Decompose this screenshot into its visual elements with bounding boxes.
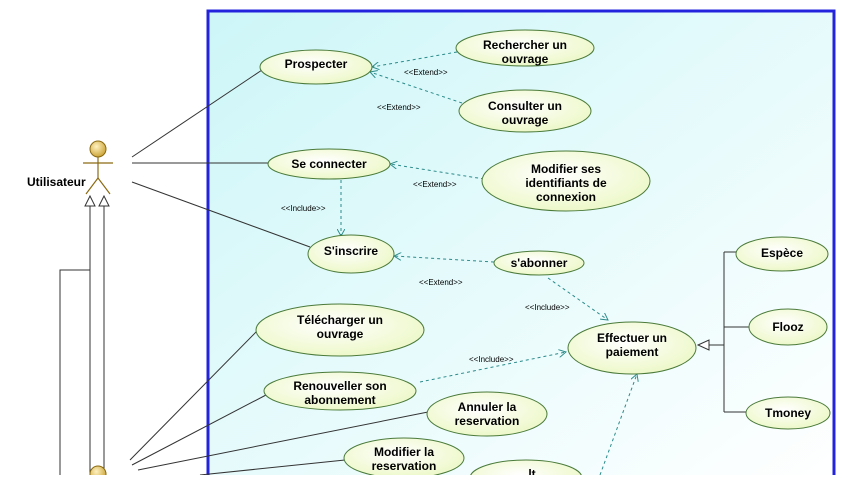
use-case-sabonner[interactable]: s'abonner [493,250,585,276]
use-case-label: Effectuer un [597,331,667,345]
use-case-annuler-reservation[interactable]: Annuler la reservation [426,391,548,437]
use-case-telecharger-ouvrage[interactable]: Télécharger un ouvrage [255,303,425,357]
include-label: <<Include>> [281,204,326,213]
use-case-effectuer-paiement[interactable]: Effectuer un paiement [567,321,697,375]
use-case-label: Espèce [761,246,803,260]
use-case-label: Se connecter [291,157,367,171]
use-case-label: ouvrage [502,52,549,66]
include-label: <<Include>> [525,303,570,312]
use-case-label: Prospecter [285,57,348,71]
actor-utilisateur-label: Utilisateur [27,175,86,189]
use-case-prospecter[interactable]: Prospecter [259,49,373,85]
use-case-label: Tmoney [765,406,811,420]
use-case-label: Annuler la [458,400,517,414]
use-case-label: paiement [606,345,659,359]
use-case-espece[interactable]: Espèce [735,236,829,272]
use-case-label: Rechercher un [483,38,567,52]
use-case-label: identifiants de [525,176,607,190]
extend-label: <<Extend>> [377,103,421,112]
use-case-label: ouvrage [317,327,364,341]
use-case-tmoney[interactable]: Tmoney [745,396,831,430]
use-case-renouveller-abonnement[interactable]: Renouveller son abonnement [263,371,417,411]
associations [129,69,429,476]
use-case-label: Renouveller son [293,379,386,393]
include-label: <<Include>> [469,355,514,364]
payment-generalization [696,251,750,413]
use-case-modifier-identifiants[interactable]: Modifier ses identifiants de connexion [481,150,651,212]
use-case-label: Modifier ses [531,162,601,176]
use-case-sinscrire[interactable]: S'inscrire [307,234,395,274]
use-case-label: ...lt... [518,467,545,475]
extend-label: <<Extend>> [404,68,448,77]
use-case-consulter-ouvrage[interactable]: Consulter un ouvrage [458,89,592,133]
use-case-label: s'abonner [511,256,568,270]
dependencies [341,51,637,476]
use-case-label: S'inscrire [324,244,379,258]
use-case-label: Modifier la [374,445,434,459]
use-case-label: Consulter un [488,99,562,113]
actor-utilisateur[interactable] [83,140,113,195]
use-case-flooz[interactable]: Flooz [748,308,828,346]
use-case-label: connexion [536,190,596,204]
use-case-label: abonnement [304,393,375,407]
use-case-rechercher-ouvrage[interactable]: Rechercher un ouvrage [455,29,595,67]
use-case-label: reservation [372,459,437,473]
actor-generalization [59,194,110,475]
use-case-label: Télécharger un [297,313,383,327]
extend-label: <<Extend>> [413,180,457,189]
use-case-se-connecter[interactable]: Se connecter [267,148,391,180]
use-case-label: ouvrage [502,113,549,127]
use-case-modifier-reservation[interactable]: Modifier la reservation [343,437,465,479]
use-case-label: reservation [455,414,520,428]
extend-label: <<Extend>> [419,278,463,287]
use-case-label: Flooz [772,320,803,334]
